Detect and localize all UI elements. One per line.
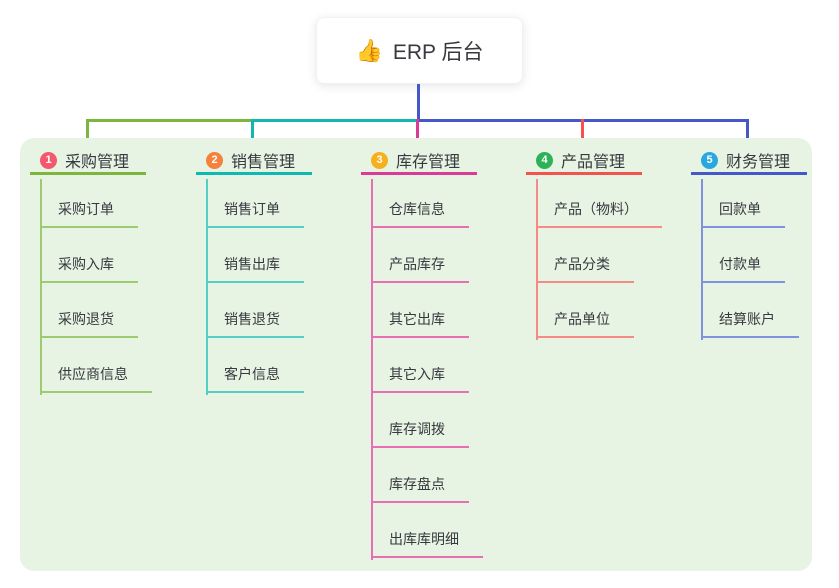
- priority-badge: 1: [40, 151, 57, 169]
- child-node[interactable]: 回款单: [701, 196, 785, 228]
- child-node[interactable]: 采购订单: [40, 196, 138, 228]
- root-connector-line: [417, 84, 420, 120]
- child-node[interactable]: 产品分类: [536, 251, 634, 283]
- branch-label: 库存管理: [396, 154, 461, 171]
- branch-drop-line: [746, 119, 749, 147]
- child-node[interactable]: 库存盘点: [371, 471, 469, 503]
- branch-drop-line: [86, 119, 89, 147]
- child-node[interactable]: 出库库明细: [371, 526, 483, 558]
- priority-badge: 5: [701, 151, 718, 169]
- branch-label: 销售管理: [231, 154, 296, 171]
- branch-trunk-line: [40, 179, 42, 395]
- priority-badge: 2: [206, 151, 223, 169]
- branch-header-4[interactable]: 4 产品管理: [526, 148, 642, 175]
- child-node[interactable]: 库存调拨: [371, 416, 469, 448]
- child-node[interactable]: 采购入库: [40, 251, 138, 283]
- child-node[interactable]: 仓库信息: [371, 196, 469, 228]
- child-node[interactable]: 供应商信息: [40, 361, 152, 393]
- branches-panel: 1 采购管理采购订单采购入库采购退货供应商信息 2 销售管理销售订单销售出库销售退货客…: [20, 138, 812, 571]
- branch-drop-line: [251, 119, 254, 147]
- child-node[interactable]: 付款单: [701, 251, 785, 283]
- branch-header-1[interactable]: 1 采购管理: [30, 148, 146, 175]
- branch-trunk-line: [371, 179, 373, 560]
- branch-header-3[interactable]: 3 库存管理: [361, 148, 477, 175]
- child-node[interactable]: 销售订单: [206, 196, 304, 228]
- child-node[interactable]: 客户信息: [206, 361, 304, 393]
- branch-label: 采购管理: [65, 154, 130, 171]
- rail-segment-mid: [251, 119, 419, 122]
- thumbs-up-icon: 👍: [355, 37, 383, 63]
- rail-segment-left: [86, 119, 254, 122]
- child-node[interactable]: 其它出库: [371, 306, 469, 338]
- priority-badge: 3: [371, 151, 388, 169]
- child-node[interactable]: 其它入库: [371, 361, 469, 393]
- child-node[interactable]: 销售出库: [206, 251, 304, 283]
- branch-label: 产品管理: [561, 154, 626, 171]
- child-node[interactable]: 采购退货: [40, 306, 138, 338]
- branch-label: 财务管理: [726, 154, 791, 171]
- branch-header-2[interactable]: 2 销售管理: [196, 148, 312, 175]
- root-node[interactable]: 👍 ERP 后台: [316, 17, 523, 84]
- root-node-label: ERP 后台: [392, 40, 484, 64]
- child-node[interactable]: 产品（物料）: [536, 196, 662, 228]
- branch-trunk-line: [701, 179, 703, 340]
- branch-drop-line: [416, 119, 419, 147]
- child-node[interactable]: 产品库存: [371, 251, 469, 283]
- child-node[interactable]: 产品单位: [536, 306, 634, 338]
- branch-trunk-line: [536, 179, 538, 340]
- priority-badge: 4: [536, 151, 553, 169]
- child-node[interactable]: 结算账户: [701, 306, 799, 338]
- branch-trunk-line: [206, 179, 208, 395]
- branch-drop-line: [581, 119, 584, 147]
- child-node[interactable]: 销售退货: [206, 306, 304, 338]
- branch-header-5[interactable]: 5 财务管理: [691, 148, 807, 175]
